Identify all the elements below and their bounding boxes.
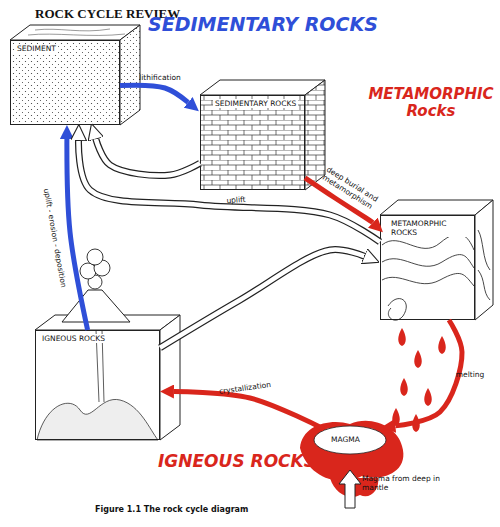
metamorphic-top: [380, 200, 493, 215]
sedimentary-rock-block: SEDIMENTARY ROCKS: [200, 95, 305, 190]
sediment-side: [120, 25, 140, 125]
sediment-front: [10, 40, 120, 125]
arrow-shaft: [395, 320, 462, 426]
metamorphic-rock-block: METAMORPHIC ROCKS: [380, 215, 475, 320]
sediment-surface: [28, 29, 125, 35]
igneous-rock-block: IGNEOUS ROCKS: [35, 330, 160, 440]
rising-melt: [392, 328, 446, 432]
sediment-block: SEDIMENT: [10, 40, 120, 125]
metamorphic-front: [380, 215, 475, 320]
lithification-arrow: [120, 85, 188, 102]
arrow-outline: [78, 141, 380, 242]
melt-drop: [398, 328, 406, 346]
rock-label: MAGMA: [329, 435, 362, 444]
process-label: melting: [456, 370, 485, 379]
eruption-plume: [80, 249, 110, 289]
magma-chamber: MAGMA: [318, 429, 382, 451]
igneous-side: [160, 315, 180, 440]
process-label: crystallization: [219, 380, 272, 396]
melt-drop: [412, 414, 420, 432]
erosion-arrow: [67, 139, 88, 330]
process-label: lithification: [139, 73, 181, 82]
process-label: uplift - erosion - deposition: [42, 188, 68, 289]
sedimentary-front: [200, 95, 305, 190]
uplift-arrow: [78, 141, 380, 242]
melt-drop: [400, 378, 408, 396]
metamorphism-arrow: [160, 250, 364, 348]
sediment-top: [10, 25, 140, 40]
rock-label: SEDIMENTARY ROCKS: [213, 99, 298, 108]
note-label: Magma from deep in mantle: [362, 475, 444, 492]
plume-puff: [87, 249, 103, 265]
plume-puff: [80, 263, 96, 279]
metamorphic-side: [475, 200, 493, 320]
melt-drop: [414, 350, 422, 368]
arrow-outline: [96, 139, 200, 175]
melting-arrow: [395, 320, 462, 426]
melt-drop: [392, 408, 400, 426]
melt-drop: [424, 388, 432, 406]
pluton: [37, 399, 158, 440]
process-label: uplift: [226, 195, 246, 205]
mantle-arrow: [339, 470, 361, 508]
figure-caption: Figure 1.1 The rock cycle diagram: [95, 505, 248, 514]
sedimentary-top: [200, 80, 325, 95]
handwritten-heading: METAMORPHIC Rocks: [368, 86, 494, 121]
arrow-shaft: [305, 178, 373, 223]
arrow-shaft: [174, 392, 324, 429]
igneous-front: [35, 330, 160, 440]
burial-arrow: [305, 178, 373, 223]
arrow-shaft: [67, 139, 88, 330]
melt-drop: [438, 336, 446, 354]
process-label: deep burial and metamorphism: [314, 161, 386, 215]
arrow-shaft: [78, 141, 380, 242]
rock-label: METAMORPHIC ROCKS: [389, 219, 473, 237]
weathering-arrow: [96, 139, 200, 175]
rock-label: SEDIMENT: [15, 44, 58, 53]
magma-pocket: [314, 426, 386, 454]
arrow-shaft: [120, 85, 188, 102]
arrow-shaft: [160, 250, 364, 348]
handwritten-heading: SEDIMENTARY ROCKS: [148, 14, 378, 36]
arrow-shaft: [96, 139, 200, 175]
arrow-outline: [160, 250, 364, 348]
rock-label: IGNEOUS ROCKS: [40, 334, 107, 343]
volcano: [62, 290, 130, 322]
crystallization-arrow: [174, 392, 324, 429]
handwritten-heading: IGNEOUS ROCKS: [158, 452, 316, 472]
foliation-lines: [382, 230, 490, 320]
